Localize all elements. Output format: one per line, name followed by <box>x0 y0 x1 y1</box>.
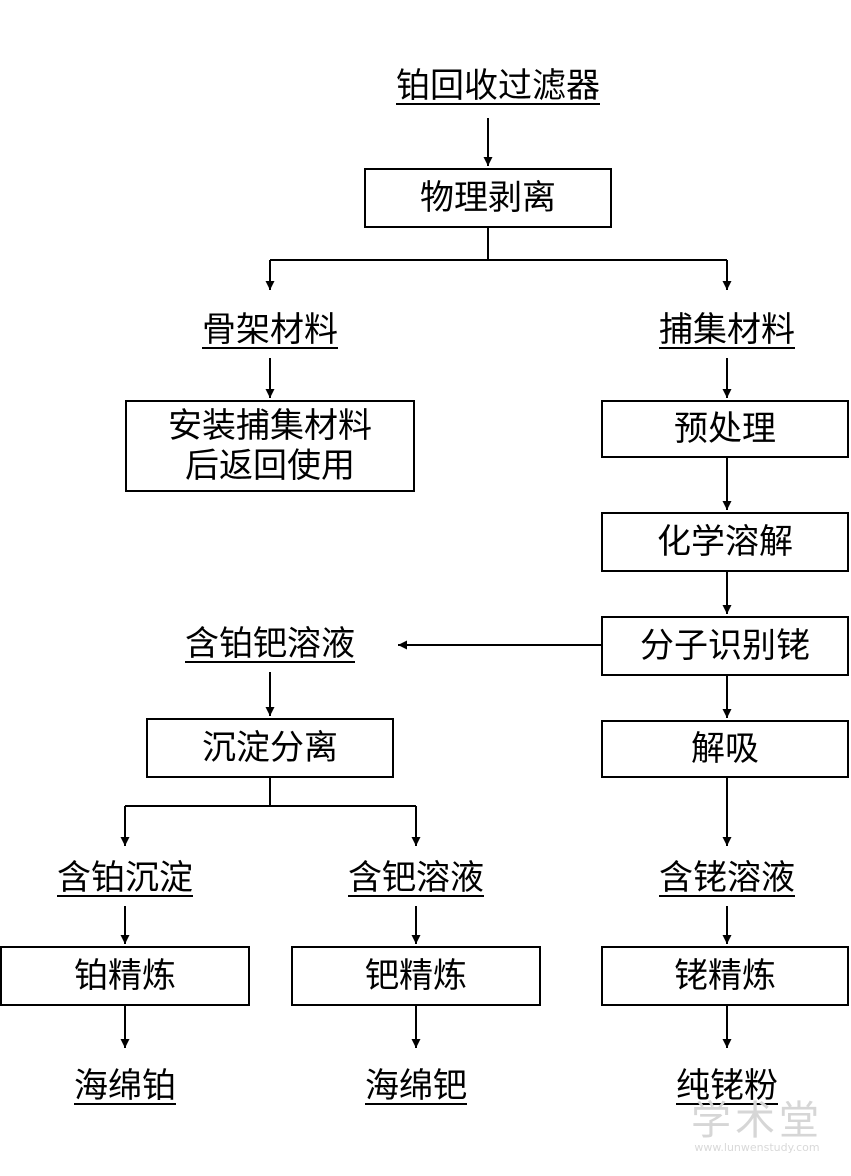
label-capture: 捕集材料 <box>659 310 795 350</box>
watermark-logo-text: 学术堂 <box>691 1098 823 1144</box>
box-physical-strip-text: 物理剥离 <box>420 178 556 218</box>
box-desorb-text: 解吸 <box>691 729 759 769</box>
box-precip-sep-text: 沉淀分离 <box>202 728 338 768</box>
box-pd-refine-text: 钯精炼 <box>365 956 467 996</box>
box-rh-refine-text: 铑精炼 <box>674 956 776 996</box>
box-pt-refine: 铂精炼 <box>0 946 250 1006</box>
label-pt-precipitate: 含铂沉淀 <box>57 858 193 898</box>
label-sponge-pt: 海绵铂 <box>74 1066 176 1106</box>
box-pt-refine-text: 铂精炼 <box>74 956 176 996</box>
box-chem-dissolve-text: 化学溶解 <box>657 522 793 562</box>
label-pt-pd-solution: 含铂钯溶液 <box>185 624 355 664</box>
box-mol-recog-text: 分子识别铑 <box>640 626 810 666</box>
label-pure-rh: 纯铑粉 <box>676 1066 778 1106</box>
box-pd-refine: 钯精炼 <box>291 946 541 1006</box>
box-reinstall: 安装捕集材料 后返回使用 <box>125 400 415 492</box>
watermark-url: www.lunwenstudy.com <box>694 1141 820 1154</box>
box-reinstall-text: 安装捕集材料 后返回使用 <box>168 406 372 486</box>
label-skeleton: 骨架材料 <box>202 310 338 350</box>
box-desorb: 解吸 <box>601 720 849 778</box>
label-rh-solution: 含铑溶液 <box>659 858 795 898</box>
box-precip-sep: 沉淀分离 <box>146 718 394 778</box>
label-source: 铂回收过滤器 <box>396 66 600 106</box>
label-pd-solution: 含钯溶液 <box>348 858 484 898</box>
box-rh-refine: 铑精炼 <box>601 946 849 1006</box>
box-chem-dissolve: 化学溶解 <box>601 512 849 572</box>
box-pretreat: 预处理 <box>601 400 849 458</box>
box-pretreat-text: 预处理 <box>674 409 776 449</box>
label-sponge-pd: 海绵钯 <box>365 1066 467 1106</box>
watermark: 学术堂 www.lunwenstudy.com <box>691 1100 823 1154</box>
box-mol-recog: 分子识别铑 <box>601 616 849 676</box>
box-physical-strip: 物理剥离 <box>364 168 612 228</box>
